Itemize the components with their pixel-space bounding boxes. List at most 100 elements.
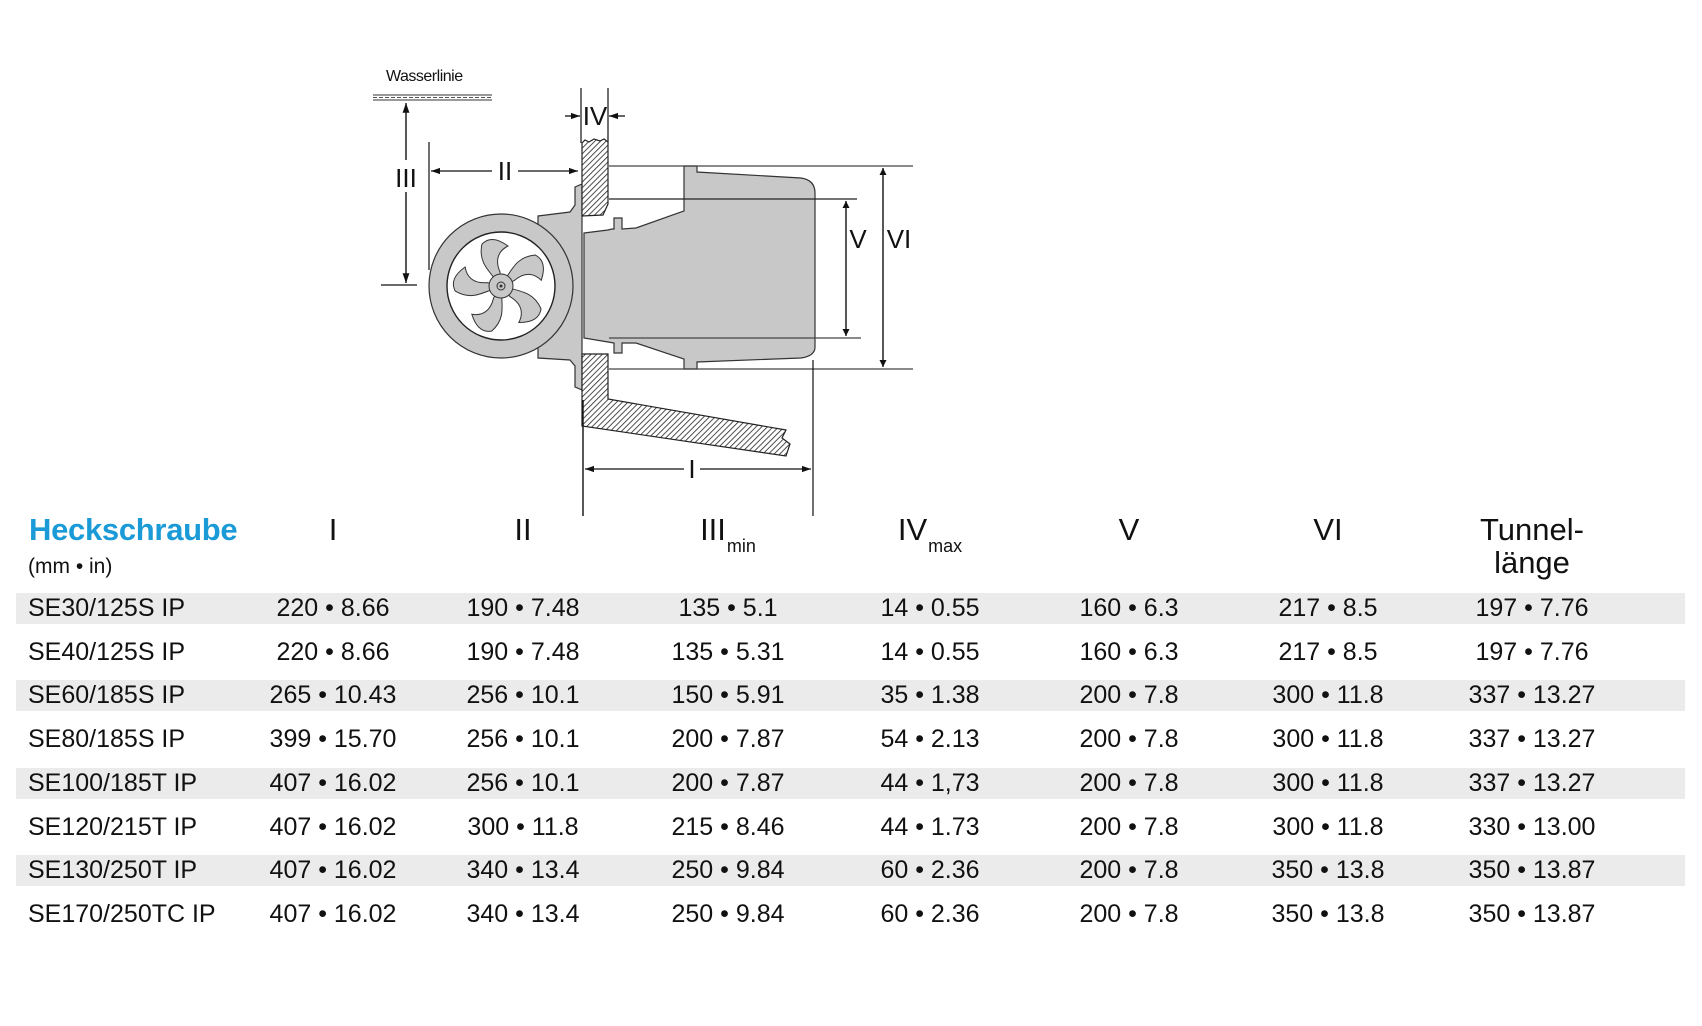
col-header-tunnel-length: Tunnel- länge bbox=[1480, 512, 1584, 580]
model-name: SE60/185S IP bbox=[28, 681, 186, 710]
model-name: SE30/125S IP bbox=[28, 594, 186, 622]
value-cell-V: 200 • 7.8 bbox=[1079, 812, 1179, 841]
value-cell-IV: 35 • 1.38 bbox=[880, 681, 980, 710]
dim-label-II: II bbox=[498, 156, 512, 186]
table-row: SE120/215T IP 407 • 16.02 300 • 11.8 215 • … bbox=[16, 812, 1685, 843]
col-header-II: II bbox=[514, 512, 532, 547]
table-row: SE100/185T IP 407 • 16.02 256 • 10.1 200 • … bbox=[16, 767, 1685, 799]
value-cell-V: 160 • 6.3 bbox=[1079, 637, 1179, 666]
col-header-III-min: IIImin bbox=[700, 512, 756, 556]
value-cell-II: 340 • 13.4 bbox=[466, 856, 580, 885]
table-row: SE60/185S IP 265 • 10.43 256 • 10.1 150 • 5… bbox=[16, 680, 1685, 712]
value-cell-tunnel: 337 • 13.27 bbox=[1468, 725, 1596, 754]
col-header-V: V bbox=[1118, 512, 1140, 547]
value-cell-IV: 60 • 2.36 bbox=[880, 899, 980, 928]
value-cell-VI: 300 • 11.8 bbox=[1272, 768, 1384, 797]
dimension-VI: VI bbox=[879, 168, 912, 367]
value-cell-VI: 350 • 13.8 bbox=[1271, 856, 1385, 885]
value-cell-IV: 54 • 2.13 bbox=[880, 725, 980, 754]
subscript-min: min bbox=[726, 536, 756, 556]
value-cell-I: 220 • 8.66 bbox=[276, 637, 390, 666]
col-header-VI: VI bbox=[1313, 512, 1343, 547]
model-name: SE40/125S IP bbox=[28, 637, 186, 666]
model-name: SE80/185S IP bbox=[28, 725, 186, 754]
value-cell-V: 200 • 7.8 bbox=[1079, 681, 1179, 710]
table-row: SE130/250T IP 407 • 16.02 340 • 13.4 250 • … bbox=[16, 855, 1685, 887]
value-cell-V: 160 • 6.3 bbox=[1079, 594, 1179, 622]
dimension-II: II bbox=[428, 142, 578, 270]
hull-section bbox=[581, 138, 791, 457]
value-cell-VI: 217 • 8.5 bbox=[1278, 637, 1378, 666]
value-cell-I: 407 • 16.02 bbox=[269, 812, 397, 841]
table-units: (mm • in) bbox=[28, 555, 113, 578]
table-row: SE80/185S IP 399 • 15.70 256 • 10.1 200 • 7… bbox=[16, 724, 1685, 755]
dim-label-VI: VI bbox=[887, 224, 912, 254]
table-row: SE40/125S IP 220 • 8.66 190 • 7.48 135 • 5.… bbox=[16, 637, 1685, 668]
value-cell-tunnel: 337 • 13.27 bbox=[1468, 768, 1596, 797]
dimension-III: III bbox=[381, 103, 418, 286]
dimension-I: I bbox=[582, 360, 814, 516]
table-title: Heckschraube bbox=[29, 512, 238, 547]
value-cell-III: 250 • 9.84 bbox=[671, 856, 785, 885]
value-cell-IV: 60 • 2.36 bbox=[880, 856, 980, 885]
value-cell-II: 256 • 10.1 bbox=[466, 768, 580, 797]
value-cell-tunnel: 337 • 13.27 bbox=[1468, 681, 1596, 710]
value-cell-I: 220 • 8.66 bbox=[276, 594, 390, 622]
value-cell-III: 215 • 8.46 bbox=[671, 812, 785, 841]
subscript-max: max bbox=[928, 536, 963, 556]
waterline: Wasserlinie bbox=[373, 68, 492, 101]
waterline-label: Wasserlinie bbox=[386, 68, 463, 85]
value-cell-II: 256 • 10.1 bbox=[466, 681, 580, 710]
value-cell-I: 407 • 16.02 bbox=[269, 856, 397, 885]
col-header-I: I bbox=[328, 512, 338, 547]
dim-label-IV: IV bbox=[583, 101, 608, 131]
value-cell-VI: 350 • 13.8 bbox=[1271, 899, 1385, 928]
value-cell-II: 190 • 7.48 bbox=[466, 594, 580, 622]
value-cell-tunnel: 197 • 7.76 bbox=[1475, 637, 1589, 666]
value-cell-I: 265 • 10.43 bbox=[269, 681, 397, 710]
value-cell-tunnel: 350 • 13.87 bbox=[1468, 899, 1596, 928]
value-cell-IV: 44 • 1.73 bbox=[880, 812, 980, 841]
value-cell-IV: 14 • 0.55 bbox=[880, 637, 980, 666]
value-cell-II: 300 • 11.8 bbox=[467, 812, 579, 841]
table-row: SE30/125S IP 220 • 8.66 190 • 7.48 135 • 5.… bbox=[16, 593, 1685, 624]
value-cell-III: 135 • 5.1 bbox=[678, 594, 778, 622]
value-cell-VI: 300 • 11.8 bbox=[1272, 725, 1384, 754]
value-cell-I: 399 • 15.70 bbox=[269, 725, 397, 754]
value-cell-IV: 14 • 0.55 bbox=[880, 594, 980, 622]
dim-label-I: I bbox=[688, 454, 695, 484]
model-name: SE130/250T IP bbox=[28, 856, 198, 885]
table-row: SE170/250TC IP 407 • 16.02 340 • 13.4 250 •… bbox=[16, 899, 1685, 930]
model-name: SE170/250TC IP bbox=[28, 899, 216, 928]
value-cell-VI: 217 • 8.5 bbox=[1278, 594, 1378, 622]
dim-label-III: III bbox=[395, 163, 417, 193]
value-cell-V: 200 • 7.8 bbox=[1079, 899, 1179, 928]
dim-label-V: V bbox=[849, 224, 867, 254]
thruster-body bbox=[583, 165, 913, 370]
value-cell-III: 200 • 7.87 bbox=[671, 768, 785, 797]
value-cell-VI: 300 • 11.8 bbox=[1272, 812, 1384, 841]
model-name: SE100/185T IP bbox=[28, 768, 198, 797]
value-cell-II: 256 • 10.1 bbox=[466, 725, 580, 754]
value-cell-IV: 44 • 1,73 bbox=[880, 768, 980, 797]
col-header-IV-max: IVmax bbox=[897, 512, 963, 556]
propeller-tunnel bbox=[428, 213, 574, 359]
value-cell-tunnel: 197 • 7.76 bbox=[1475, 594, 1589, 622]
value-cell-III: 250 • 9.84 bbox=[671, 899, 785, 928]
value-cell-I: 407 • 16.02 bbox=[269, 899, 397, 928]
value-cell-tunnel: 330 • 13.00 bbox=[1468, 812, 1596, 841]
value-cell-V: 200 • 7.8 bbox=[1079, 725, 1179, 754]
value-cell-III: 135 • 5.31 bbox=[671, 637, 785, 666]
value-cell-V: 200 • 7.8 bbox=[1079, 768, 1179, 797]
value-cell-II: 190 • 7.48 bbox=[466, 637, 580, 666]
stern-thruster-diagram: Wasserlinie III II IV bbox=[373, 68, 913, 516]
value-cell-V: 200 • 7.8 bbox=[1079, 856, 1179, 885]
value-cell-I: 407 • 16.02 bbox=[269, 768, 397, 797]
propeller-icon bbox=[450, 239, 548, 336]
dimension-IV: IV bbox=[565, 88, 625, 143]
value-cell-VI: 300 • 11.8 bbox=[1272, 681, 1384, 710]
value-cell-II: 340 • 13.4 bbox=[466, 899, 580, 928]
model-name: SE120/215T IP bbox=[28, 812, 198, 841]
value-cell-III: 150 • 5.91 bbox=[671, 681, 785, 710]
value-cell-III: 200 • 7.87 bbox=[671, 725, 785, 754]
